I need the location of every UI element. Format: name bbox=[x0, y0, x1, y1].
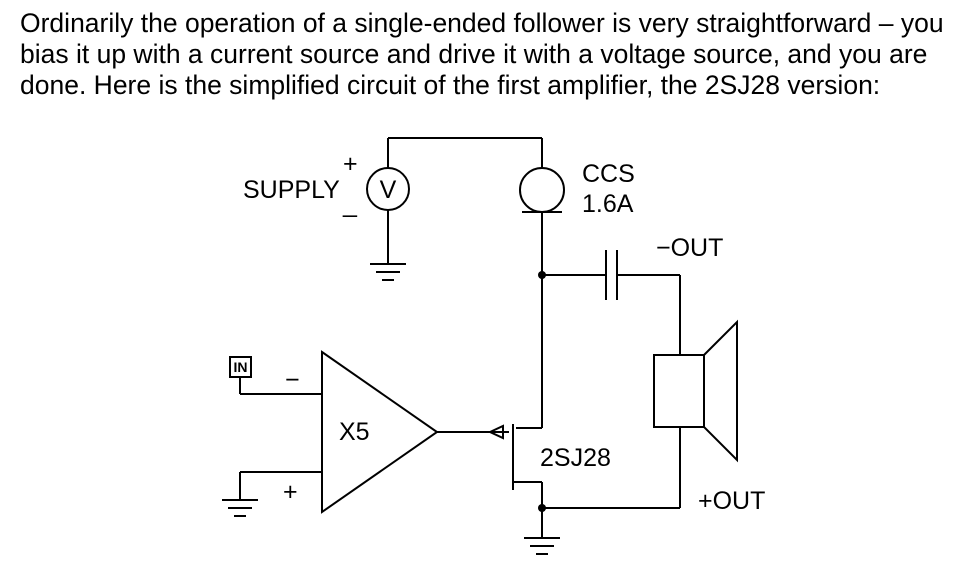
amp-inverting-sign: − bbox=[285, 366, 300, 394]
voltage-symbol: V bbox=[380, 176, 397, 204]
ground-symbol-supply bbox=[370, 262, 406, 281]
in-port-label: IN bbox=[234, 359, 248, 375]
amp-gain-label: X5 bbox=[339, 418, 370, 446]
supply-plus-sign: + bbox=[343, 150, 358, 178]
in-port: IN bbox=[229, 356, 322, 395]
plus-out-label: +OUT bbox=[698, 487, 765, 515]
output-capacitor bbox=[538, 250, 681, 355]
supply-label: SUPPLY bbox=[243, 176, 340, 204]
ground-symbol-input bbox=[222, 471, 322, 517]
intro-line-2: bias it up with a current source and dri… bbox=[20, 39, 928, 69]
transistor-label: 2SJ28 bbox=[540, 444, 611, 472]
ccs-current-source bbox=[519, 138, 565, 275]
ground-symbol-output bbox=[524, 504, 560, 555]
amp-noninverting-sign: + bbox=[283, 478, 298, 506]
supply-voltage-source: V bbox=[366, 137, 542, 262]
amplifier-x5 bbox=[321, 350, 439, 514]
intro-line-3: done. Here is the simplified circuit of … bbox=[20, 70, 881, 100]
speaker-icon bbox=[653, 319, 738, 463]
2sj28-transistor bbox=[437, 424, 543, 508]
minus-out-label: −OUT bbox=[656, 234, 723, 262]
ccs-label: CCS bbox=[582, 160, 635, 188]
intro-paragraph: Ordinarily the operation of a single-end… bbox=[20, 8, 970, 101]
ccs-current-label: 1.6A bbox=[582, 190, 634, 218]
intro-line-1: Ordinarily the operation of a single-end… bbox=[20, 8, 944, 38]
supply-minus-sign: _ bbox=[342, 190, 358, 218]
